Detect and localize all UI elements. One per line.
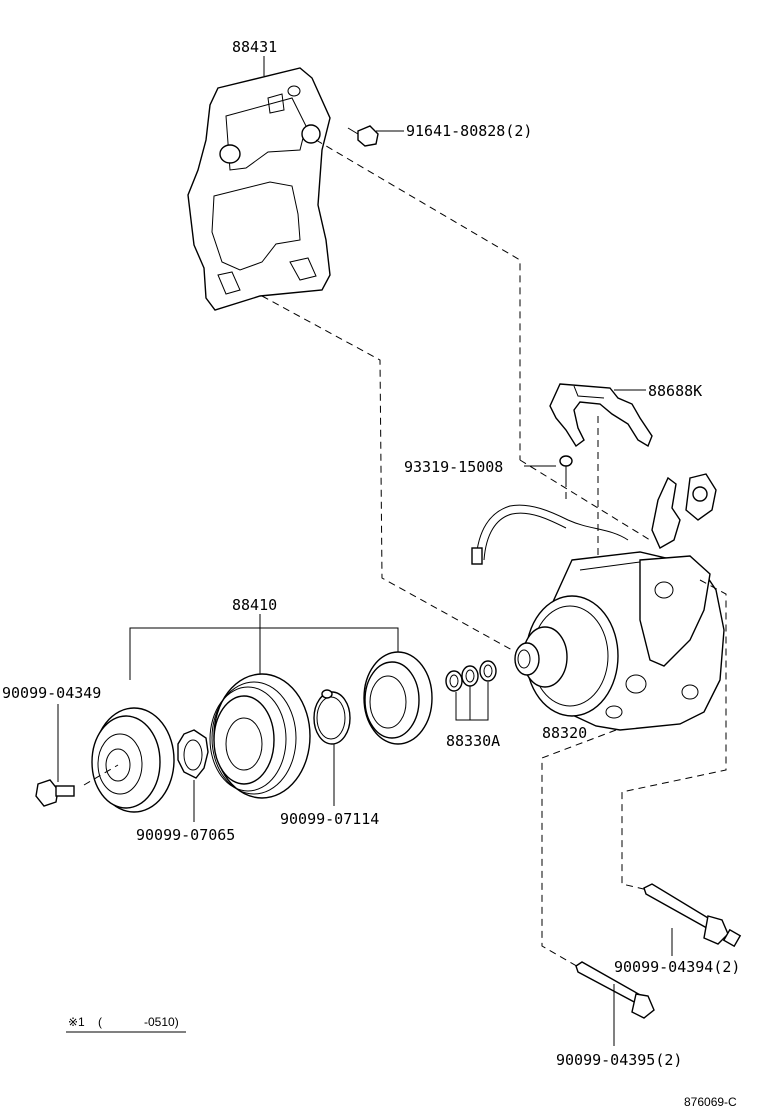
screw-93319-drawing bbox=[559, 455, 573, 480]
note: ※1 ( -0510) bbox=[66, 1015, 186, 1033]
label-90099-04395: 90099-04395(2) bbox=[556, 1051, 682, 1069]
note-mark: ※1 bbox=[68, 1015, 85, 1029]
bracket-88688k-drawing bbox=[549, 383, 653, 448]
bolt-04349-drawing bbox=[35, 779, 75, 807]
label-88431: 88431 bbox=[232, 38, 277, 56]
clutch-stator-drawing bbox=[363, 651, 433, 745]
pulley-drawing bbox=[209, 673, 311, 799]
label-90099-04349: 90099-04349 bbox=[2, 684, 101, 702]
bolt-04395-drawing bbox=[575, 961, 655, 1019]
shims-88330a-drawing bbox=[445, 660, 497, 692]
label-90099-04394: 90099-04394(2) bbox=[614, 958, 740, 976]
label-90099-07114: 90099-07114 bbox=[280, 810, 379, 828]
label-90099-07065: 90099-07065 bbox=[136, 826, 235, 844]
note-range: -0510) bbox=[144, 1015, 179, 1029]
figure-id: 876069-C bbox=[684, 1095, 737, 1109]
bolt-04394-drawing bbox=[643, 883, 742, 948]
snap-ring-07065-drawing bbox=[177, 729, 209, 779]
label-88688k: 88688K bbox=[648, 382, 702, 400]
leader-lines bbox=[57, 56, 673, 1046]
bolt-91641-drawing bbox=[347, 125, 379, 147]
compressor-bracket-drawing bbox=[187, 67, 331, 311]
snap-ring-07114-drawing bbox=[313, 689, 351, 745]
compressor-assembly-drawing bbox=[471, 473, 725, 731]
label-88410: 88410 bbox=[232, 596, 277, 614]
label-88320: 88320 bbox=[542, 724, 587, 742]
label-93319-15008: 93319-15008 bbox=[404, 458, 503, 476]
label-91641-80828: 91641-80828(2) bbox=[406, 122, 532, 140]
note-paren: ( bbox=[98, 1015, 102, 1029]
label-88330a: 88330A bbox=[446, 732, 500, 750]
clutch-hub-drawing bbox=[91, 707, 175, 813]
alignment-lines bbox=[83, 139, 727, 969]
